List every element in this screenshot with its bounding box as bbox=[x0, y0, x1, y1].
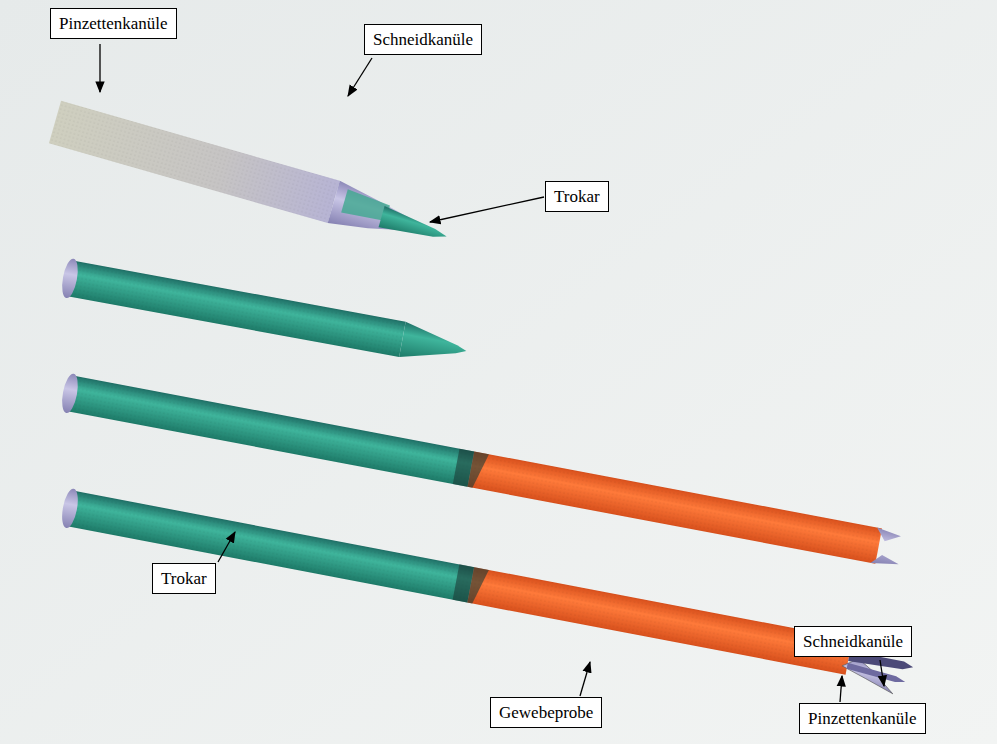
part-label: Trokar bbox=[545, 181, 609, 212]
part-label: Schneidkanüle bbox=[794, 626, 912, 657]
part-label: Gewebeprobe bbox=[490, 697, 602, 728]
part-label: Schneidkanüle bbox=[364, 24, 482, 55]
leader-lines bbox=[100, 44, 884, 702]
opened-needle bbox=[58, 478, 919, 697]
part-label: Pinzettenkanüle bbox=[50, 8, 177, 39]
assembled-needle bbox=[49, 101, 453, 256]
part-label: Trokar bbox=[152, 563, 216, 594]
part-label: Pinzettenkanüle bbox=[799, 703, 926, 734]
trocar-rod bbox=[59, 257, 469, 370]
